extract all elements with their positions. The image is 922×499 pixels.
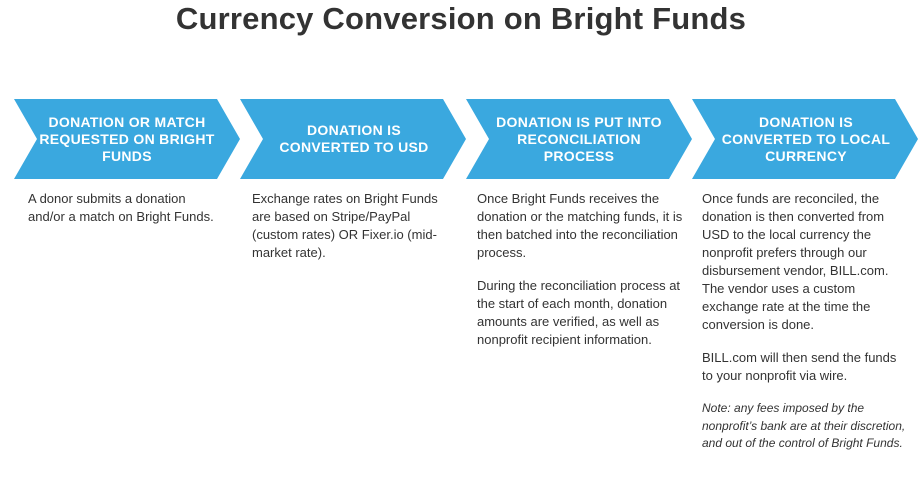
chevron-arrow-shape: [14, 99, 240, 179]
step-1-label: DONATION OR MATCH REQUESTED ON BRIGHT FU…: [39, 113, 215, 164]
step-2-label: DONATION IS CONVERTED TO USD: [279, 122, 429, 155]
page-title: Currency Conversion on Bright Funds: [175, 1, 747, 36]
step-4-label: DONATION IS CONVERTED TO LOCAL CURRENCY: [721, 113, 891, 164]
process-step-3: DONATION IS PUT INTO RECONCILIATION PROC…: [466, 99, 692, 179]
description-paragraph: A donor submits a donation and/or a matc…: [28, 191, 214, 224]
chevron-arrow-shape: [466, 99, 692, 179]
chevron-arrow-shape: [692, 99, 918, 179]
step-4-description: Once funds are reconciled, the donation …: [702, 190, 908, 468]
fee-disclaimer-note: Note: any fees imposed by the nonprofit’…: [702, 401, 906, 450]
process-flow: DONATION OR MATCH REQUESTED ON BRIGHT FU…: [0, 99, 922, 179]
description-paragraph: Exchange rates on Bright Funds are based…: [252, 191, 438, 260]
description-paragraph: Once Bright Funds receives the donation …: [477, 191, 683, 260]
description-paragraph: During the reconciliation process at the…: [477, 278, 681, 347]
chevron-arrow-shape: [240, 99, 466, 179]
step-1-description: A donor submits a donation and/or a matc…: [28, 190, 214, 241]
step-3-label: DONATION IS PUT INTO RECONCILIATION PROC…: [496, 113, 662, 164]
description-paragraph: BILL.com will then send the funds to you…: [702, 350, 897, 383]
process-step-1: DONATION OR MATCH REQUESTED ON BRIGHT FU…: [14, 99, 240, 179]
process-step-2: DONATION IS CONVERTED TO USD: [240, 99, 466, 179]
step-2-description: Exchange rates on Bright Funds are based…: [252, 190, 448, 277]
description-paragraph: Once funds are reconciled, the donation …: [702, 191, 889, 332]
process-step-4: DONATION IS CONVERTED TO LOCAL CURRENCY: [692, 99, 918, 179]
step-3-description: Once Bright Funds receives the donation …: [477, 190, 683, 364]
